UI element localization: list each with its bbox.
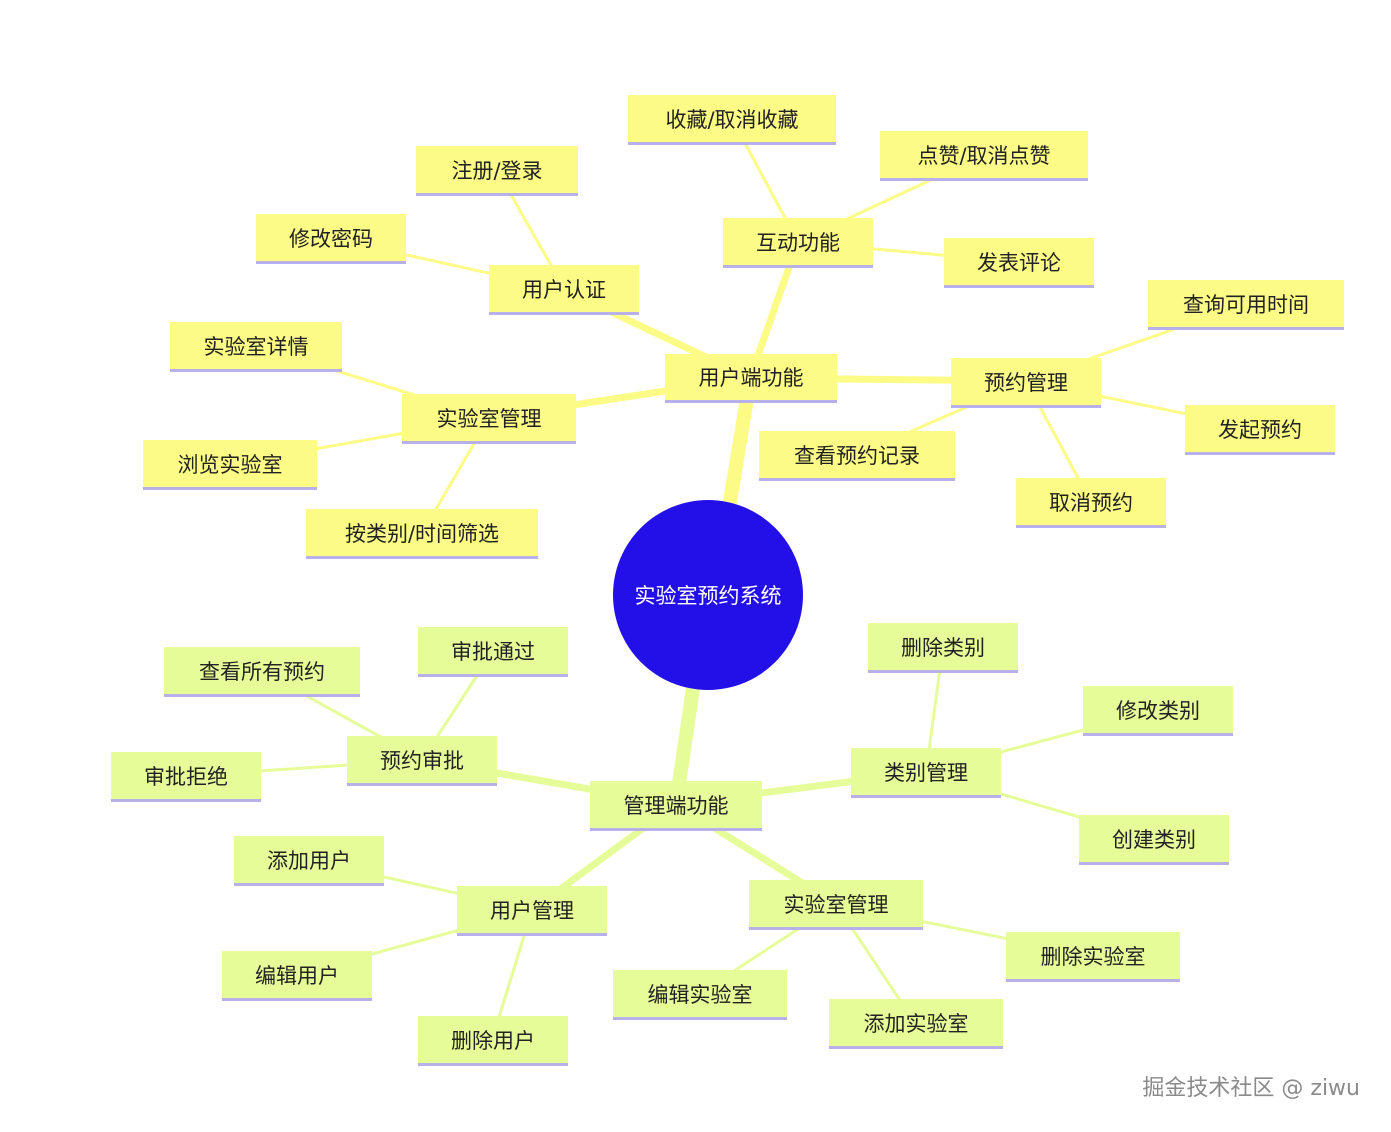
node-query-time[interactable]: 查询可用时间 — [1148, 280, 1344, 330]
node-category-management[interactable]: 类别管理 — [851, 748, 1001, 798]
node-edit-lab[interactable]: 编辑实验室 — [613, 970, 787, 1020]
node-comment[interactable]: 发表评论 — [944, 238, 1094, 288]
node-view-all-bookings[interactable]: 查看所有预约 — [164, 647, 360, 697]
node-delete-category[interactable]: 删除类别 — [868, 623, 1018, 673]
node-booking-management[interactable]: 预约管理 — [951, 358, 1101, 408]
node-booking-records[interactable]: 查看预约记录 — [759, 431, 955, 481]
node-like[interactable]: 点赞/取消点赞 — [880, 131, 1088, 181]
node-admin-functions[interactable]: 管理端功能 — [590, 781, 762, 831]
node-edit-category[interactable]: 修改类别 — [1083, 686, 1233, 736]
node-user-auth[interactable]: 用户认证 — [489, 265, 639, 315]
node-browse-lab[interactable]: 浏览实验室 — [143, 440, 317, 490]
node-favorite[interactable]: 收藏/取消收藏 — [628, 95, 836, 145]
node-delete-user[interactable]: 删除用户 — [418, 1016, 568, 1066]
node-approve-pass[interactable]: 审批通过 — [418, 627, 568, 677]
node-cancel-booking[interactable]: 取消预约 — [1016, 478, 1166, 528]
node-lab-detail[interactable]: 实验室详情 — [170, 322, 342, 372]
node-add-user[interactable]: 添加用户 — [234, 836, 384, 886]
node-start-booking[interactable]: 发起预约 — [1185, 405, 1335, 455]
node-user-functions[interactable]: 用户端功能 — [665, 354, 837, 403]
node-interaction[interactable]: 互动功能 — [723, 218, 873, 268]
watermark: 掘金技术社区 @ ziwu — [1142, 1076, 1360, 1101]
node-create-category[interactable]: 创建类别 — [1079, 815, 1229, 865]
node-filter[interactable]: 按类别/时间筛选 — [306, 509, 538, 559]
node-register-login[interactable]: 注册/登录 — [416, 146, 578, 196]
root-node[interactable]: 实验室预约系统 — [613, 500, 803, 690]
node-user-lab-management[interactable]: 实验室管理 — [402, 394, 576, 444]
node-delete-lab[interactable]: 删除实验室 — [1006, 932, 1180, 982]
node-booking-approval[interactable]: 预约审批 — [347, 736, 497, 786]
node-add-lab[interactable]: 添加实验室 — [829, 999, 1003, 1049]
node-approve-reject[interactable]: 审批拒绝 — [111, 752, 261, 802]
node-change-password[interactable]: 修改密码 — [256, 214, 406, 264]
node-user-management[interactable]: 用户管理 — [457, 886, 607, 936]
node-edit-user[interactable]: 编辑用户 — [222, 951, 372, 1001]
node-admin-lab-management[interactable]: 实验室管理 — [749, 880, 923, 930]
